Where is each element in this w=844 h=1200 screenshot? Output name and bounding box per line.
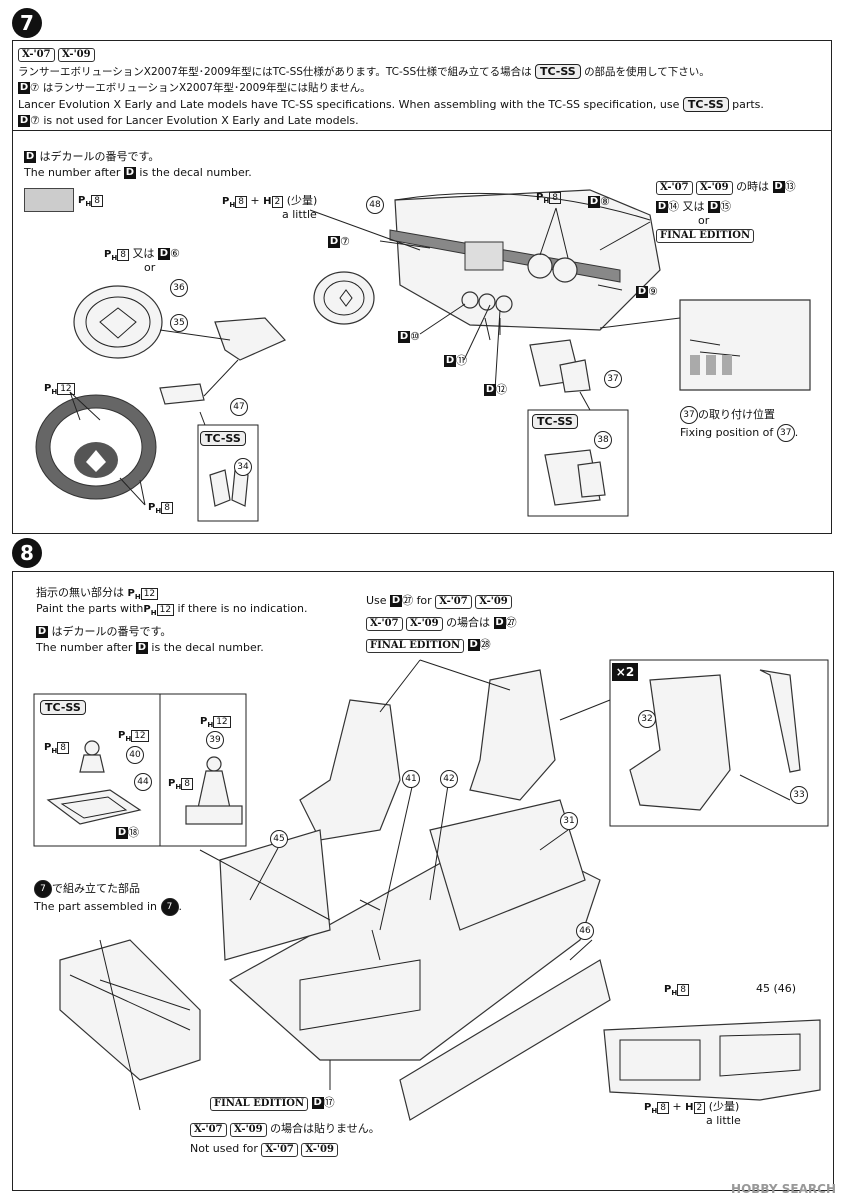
part-33: 33 <box>790 786 808 804</box>
x2-badge: ×2 <box>612 663 638 681</box>
door-mix-en: a little <box>706 1114 741 1127</box>
part-36: 36 <box>170 279 188 297</box>
part-44: 44 <box>134 773 152 791</box>
tc-ss-badge: TC-SS <box>534 64 581 79</box>
decal-note-jp-8: D はデカールの番号です。 <box>36 625 172 638</box>
part-35: 35 <box>170 314 188 332</box>
part-40: 40 <box>126 746 144 764</box>
part-32: 32 <box>638 710 656 728</box>
mix-label-en: a little <box>282 208 317 221</box>
tc-ss-wheel-label: TC-SS <box>200 431 246 446</box>
step-8-number: 8 <box>12 538 42 568</box>
part-34: 34 <box>234 458 252 476</box>
assembled-en: The part assembled in 7. <box>34 898 182 916</box>
part-37: 37 <box>604 370 622 388</box>
part-47: 47 <box>230 398 248 416</box>
or-en: or <box>144 261 156 274</box>
step-7-number: 7 <box>12 8 42 38</box>
color-swatch <box>24 188 74 212</box>
tag-x07: X-'07 <box>18 48 55 62</box>
or-en-dash: or <box>698 214 710 227</box>
part-45: 45 <box>270 830 288 848</box>
decal-note-en: The number after D is the decal number. <box>24 166 252 179</box>
step-7-jp-line-1: ランサーエボリューションX2007年型･2009年型にはTC-SS仕様があります… <box>18 64 710 79</box>
decal-note-jp: D はデカールの番号です。 <box>24 150 160 163</box>
part-45-46: 45 (46) <box>756 982 797 995</box>
step-7-en-line-1: Lancer Evolution X Early and Late models… <box>18 97 764 112</box>
step-7-tags: X-'07 X-'09 <box>18 47 95 62</box>
watermark: HOBBY SEARCH <box>731 1182 836 1196</box>
part-41: 41 <box>402 770 420 788</box>
tc-ss-pedal-label: TC-SS <box>532 414 578 429</box>
not-used-jp: X-'07 X-'09 の場合は貼りません。 <box>190 1122 380 1137</box>
part-31: 31 <box>560 812 578 830</box>
tag-x09: X-'09 <box>58 48 95 62</box>
not-used-en: Not used for X-'07 X-'09 <box>190 1142 338 1157</box>
final-edition-tag-7: FINAL EDITION <box>656 228 755 243</box>
step-7-header-divider <box>12 130 831 131</box>
part-39: 39 <box>206 731 224 749</box>
part-38: 38 <box>594 431 612 449</box>
tc-ss-shifter-label: TC-SS <box>40 700 86 715</box>
decal-note-en-8: The number after D is the decal number. <box>36 641 264 654</box>
part-48: 48 <box>366 196 384 214</box>
part-42: 42 <box>440 770 458 788</box>
fixing-position-en: Fixing position of 37. <box>680 424 798 442</box>
part-46: 46 <box>576 922 594 940</box>
